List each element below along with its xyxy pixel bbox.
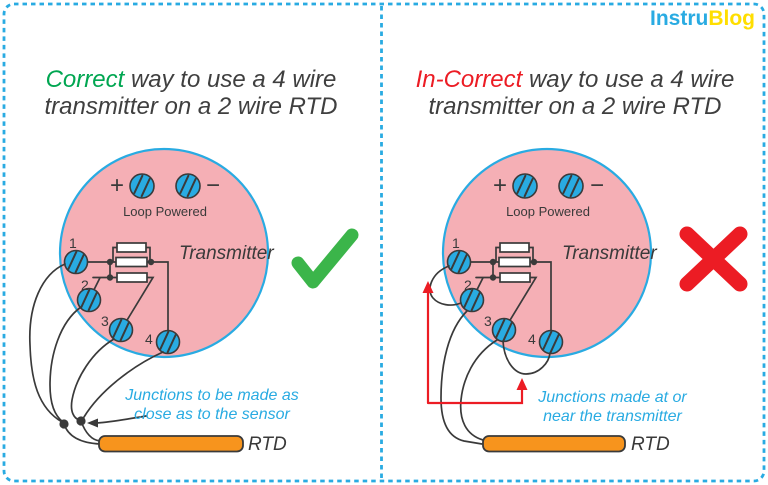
loop-terminal-plus (129, 173, 155, 199)
annotation-arrow (87, 415, 147, 428)
plus-sign: + (492, 172, 507, 199)
left-annotation: Junctions to be made as close as to the … (125, 387, 299, 423)
loop-terminal-plus (512, 173, 538, 199)
field-wires (29, 263, 164, 445)
resistors (115, 242, 148, 283)
left-rtd-label: RTD (248, 434, 287, 455)
terminal-3-label: 3 (484, 313, 492, 329)
terminal-1 (63, 249, 89, 275)
right-title-highlight: In-Correct (415, 66, 523, 93)
terminal-1-label: 1 (452, 235, 460, 251)
logo-part1: Instru (650, 7, 709, 30)
right-title-line1: In-Correct way to use a 4 wire (415, 66, 735, 93)
transmitter-body (58, 147, 270, 359)
terminal-4 (155, 329, 181, 355)
loop-powered-label: Loop Powered (506, 204, 590, 219)
rtd-bar (482, 435, 626, 453)
loop-powered-label: Loop Powered (123, 204, 207, 219)
loop-terminal-minus (558, 173, 584, 199)
x-icon (679, 226, 748, 292)
transmitter-body (441, 147, 653, 359)
plus-sign: + (109, 172, 124, 199)
terminal-2-label: 2 (464, 277, 472, 293)
right-rtd-label: RTD (631, 434, 670, 455)
sensor-junction-dots (59, 416, 86, 429)
loop-terminal-minus (175, 173, 201, 199)
terminal-4-label: 4 (145, 331, 153, 347)
terminal-4-label: 4 (528, 331, 536, 347)
left-title-line1: Correct way to use a 4 wire (45, 66, 337, 93)
right-annotation: Junctions made at or near the transmitte… (538, 389, 687, 425)
terminal-1-label: 1 (69, 235, 77, 251)
terminal-2 (459, 287, 485, 313)
terminal-2 (76, 287, 102, 313)
terminal-3 (491, 317, 517, 343)
right-diagram (422, 147, 748, 453)
terminal-1 (446, 249, 472, 275)
rtd-bar (98, 435, 244, 453)
terminal-3 (108, 317, 134, 343)
check-icon (291, 228, 359, 289)
junction-arrows (422, 281, 528, 405)
terminal-4 (538, 329, 564, 355)
resistors (498, 242, 531, 283)
left-title-line2: transmitter on a 2 wire RTD (44, 93, 338, 120)
minus-sign: − (589, 172, 604, 199)
transmitter-label: Transmitter (562, 243, 657, 264)
terminal-3-label: 3 (101, 313, 109, 329)
transmitter-label: Transmitter (179, 243, 274, 264)
logo-part2: Blog (708, 7, 755, 30)
right-title-line2: transmitter on a 2 wire RTD (428, 93, 722, 120)
solder-dots (489, 258, 538, 281)
minus-sign: − (205, 172, 220, 199)
left-title-highlight: Correct (45, 66, 125, 93)
left-diagram (29, 147, 359, 453)
right-title: In-Correct way to use a 4 wire transmitt… (390, 66, 760, 120)
left-title: Correct way to use a 4 wire transmitter … (10, 66, 372, 120)
field-wires (429, 265, 551, 445)
instrublog-logo: InstruBlog (650, 7, 755, 31)
solder-dots (106, 258, 155, 281)
terminal-2-label: 2 (81, 277, 89, 293)
